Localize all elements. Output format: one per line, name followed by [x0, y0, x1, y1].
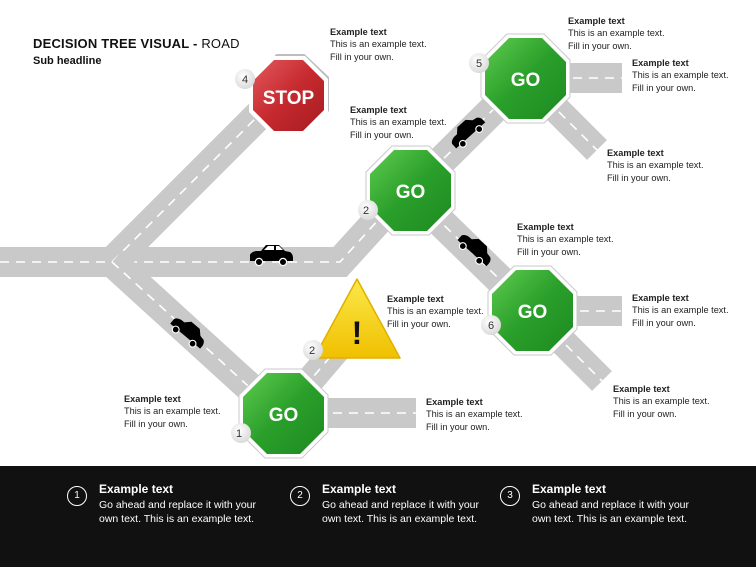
badge-number: 5	[476, 58, 482, 70]
badge-5: 5	[469, 53, 489, 73]
badge-number: 2	[309, 345, 315, 357]
footer-body: Go ahead and replace it with your own te…	[99, 499, 257, 525]
stop-sign-label: STOP	[263, 88, 315, 109]
go-sign-6: GO	[487, 265, 578, 356]
note-title: Example text	[330, 27, 387, 37]
road-to-stop	[101, 91, 283, 273]
note-title: Example text	[632, 293, 689, 303]
note-body: This is an example text. Fill in your ow…	[613, 396, 710, 419]
note-title: Example text	[124, 394, 181, 404]
go-sign-label: GO	[511, 70, 541, 91]
note-title: Example text	[387, 294, 444, 304]
note-body: This is an example text. Fill in your ow…	[568, 28, 665, 51]
note-body: This is an example text. Fill in your ow…	[330, 39, 427, 62]
note-title: Example text	[350, 105, 407, 115]
note-body: This is an example text. Fill in your ow…	[517, 234, 614, 257]
note-stop: Example text This is an example text. Fi…	[330, 26, 430, 63]
badge-number: 2	[363, 205, 369, 217]
badge-4: 4	[235, 69, 255, 89]
note-title: Example text	[517, 222, 574, 232]
note-go6-down: Example text This is an example text. Fi…	[613, 383, 713, 420]
go-sign-1: GO	[238, 368, 329, 459]
stop-sign: STOP	[249, 54, 329, 135]
footer-body: Go ahead and replace it with your own te…	[532, 499, 690, 525]
footer-title: Example text	[99, 482, 174, 496]
note-warning: Example text This is an example text. Fi…	[387, 293, 487, 330]
note-body: This is an example text. Fill in your ow…	[124, 406, 221, 429]
page-title: DECISION TREE VISUAL - ROAD	[33, 36, 240, 51]
sub-headline: Sub headline	[33, 55, 102, 67]
go-sign-label: GO	[396, 182, 426, 203]
warning-sign: !	[313, 278, 401, 359]
car-down-left	[170, 318, 204, 349]
footer-number: 2	[290, 486, 310, 506]
note-go6-top: Example text This is an example text. Fi…	[517, 221, 617, 258]
note-body: This is an example text. Fill in your ow…	[632, 305, 729, 328]
note-body: This is an example text. Fill in your ow…	[632, 70, 729, 93]
go-sign-label: GO	[269, 405, 299, 426]
note-go5-down: Example text This is an example text. Fi…	[607, 147, 707, 184]
car-down-right	[457, 234, 491, 267]
note-go1-right: Example text This is an example text. Fi…	[426, 396, 526, 433]
badge-number: 1	[236, 428, 242, 440]
footer-title: Example text	[322, 482, 397, 496]
note-go5-right: Example text This is an example text. Fi…	[632, 57, 732, 94]
note-body: This is an example text. Fill in your ow…	[607, 160, 704, 183]
note-body: This is an example text. Fill in your ow…	[350, 117, 447, 140]
note-title: Example text	[607, 148, 664, 158]
footer-bar: 1 Example text Go ahead and replace it w…	[0, 466, 756, 567]
note-body: This is an example text. Fill in your ow…	[426, 409, 523, 432]
badge-number: 6	[488, 320, 494, 332]
warning-sign-label: !	[352, 315, 363, 351]
footer-number: 1	[67, 486, 87, 506]
badge-1: 1	[231, 423, 251, 443]
title-road: ROAD	[197, 36, 240, 51]
car-up-right	[451, 117, 486, 149]
badge-2-go: 2	[358, 200, 378, 220]
footer-body: Go ahead and replace it with your own te…	[322, 499, 480, 525]
badge-number: 4	[242, 74, 248, 86]
badge-2-warning: 2	[303, 340, 323, 360]
note-go2-top: Example text This is an example text. Fi…	[350, 104, 450, 141]
note-go1-left: Example text This is an example text. Fi…	[124, 393, 224, 430]
note-body: This is an example text. Fill in your ow…	[387, 306, 484, 329]
footer-title: Example text	[532, 482, 607, 496]
go-sign-label: GO	[518, 302, 548, 323]
go-sign-5: GO	[480, 33, 571, 124]
badge-6: 6	[481, 315, 501, 335]
note-go6-right: Example text This is an example text. Fi…	[632, 292, 732, 329]
go-sign-2: GO	[365, 145, 456, 236]
note-title: Example text	[426, 397, 483, 407]
title-main: DECISION TREE VISUAL -	[33, 36, 198, 51]
note-title: Example text	[632, 58, 689, 68]
footer-number: 3	[500, 486, 520, 506]
car-horizontal	[250, 245, 293, 267]
road-main-left	[0, 185, 412, 277]
note-title: Example text	[613, 384, 670, 394]
note-title: Example text	[568, 16, 625, 26]
note-go5-top: Example text This is an example text. Fi…	[568, 15, 668, 52]
